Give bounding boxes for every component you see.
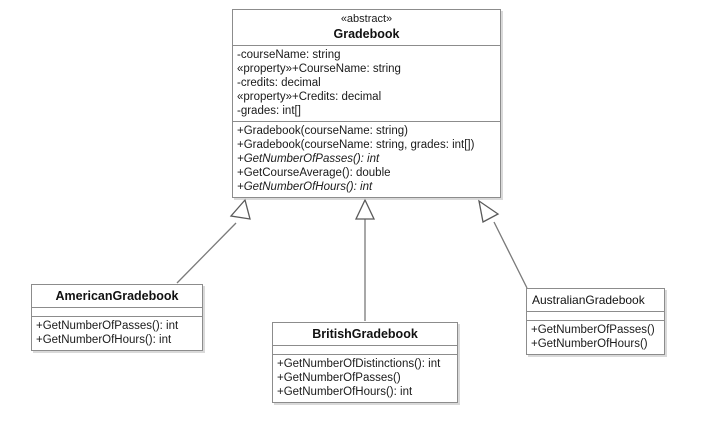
class-header-british-gradebook: BritishGradebook	[273, 323, 457, 345]
uml-class-american-gradebook[interactable]: AmericanGradebook +GetNumberOfPasses(): …	[31, 284, 203, 351]
operation-item: +GetNumberOfHours(): int	[36, 334, 172, 346]
attribute-item: «property»+Credits: decimal	[237, 91, 382, 103]
generalization-australian-to-gradebook	[478, 199, 528, 289]
class-operations-british-gradebook: +GetNumberOfDistinctions(): int +GetNumb…	[273, 354, 457, 402]
operation-item: +GetNumberOfHours()	[531, 338, 648, 350]
class-operations-australian-gradebook: +GetNumberOfPasses() +GetNumberOfHours()	[527, 320, 664, 354]
class-name: AustralianGradebook	[532, 293, 645, 307]
class-header-american-gradebook: AmericanGradebook	[32, 285, 202, 307]
operation-item: +GetNumberOfPasses()	[531, 324, 655, 336]
uml-class-gradebook[interactable]: «abstract» Gradebook -courseName: string…	[232, 9, 501, 198]
operation-item: +GetNumberOfPasses(): int	[36, 320, 179, 332]
attribute-item: -credits: decimal	[237, 77, 321, 89]
generalization-american-to-gradebook	[176, 198, 251, 284]
class-attributes-american-gradebook	[32, 307, 202, 316]
class-name: Gradebook	[333, 27, 400, 41]
class-attributes-british-gradebook	[273, 345, 457, 354]
operation-item: +GetCourseAverage(): double	[237, 167, 391, 179]
attribute-item: «property»+CourseName: string	[237, 63, 401, 75]
operation-item: +GetNumberOfPasses(): int	[237, 153, 380, 165]
class-attributes-gradebook: -courseName: string «property»+CourseNam…	[233, 45, 500, 121]
class-stereotype: «abstract»	[340, 13, 393, 25]
operation-item: +GetNumberOfDistinctions(): int	[277, 358, 441, 370]
operation-item: +Gradebook(courseName: string, grades: i…	[237, 139, 475, 151]
class-header-australian-gradebook: AustralianGradebook	[527, 289, 664, 311]
operation-item: +GetNumberOfPasses()	[277, 372, 401, 384]
class-attributes-australian-gradebook	[527, 311, 664, 320]
class-operations-american-gradebook: +GetNumberOfPasses(): int +GetNumberOfHo…	[32, 316, 202, 350]
generalization-british-to-gradebook	[354, 198, 376, 321]
class-name: AmericanGradebook	[55, 289, 179, 303]
attribute-item: -courseName: string	[237, 49, 341, 61]
uml-class-british-gradebook[interactable]: BritishGradebook +GetNumberOfDistinction…	[272, 322, 458, 403]
class-name: BritishGradebook	[312, 327, 418, 341]
class-operations-gradebook: +Gradebook(courseName: string) +Gradeboo…	[233, 121, 500, 197]
operation-item: +GetNumberOfHours(): int	[237, 181, 373, 193]
attribute-item: -grades: int[]	[237, 105, 301, 117]
operation-item: +GetNumberOfHours(): int	[277, 386, 413, 398]
class-header-gradebook: «abstract» Gradebook	[233, 10, 500, 45]
operation-item: +Gradebook(courseName: string)	[237, 125, 408, 137]
uml-class-australian-gradebook[interactable]: AustralianGradebook +GetNumberOfPasses()…	[526, 288, 665, 355]
